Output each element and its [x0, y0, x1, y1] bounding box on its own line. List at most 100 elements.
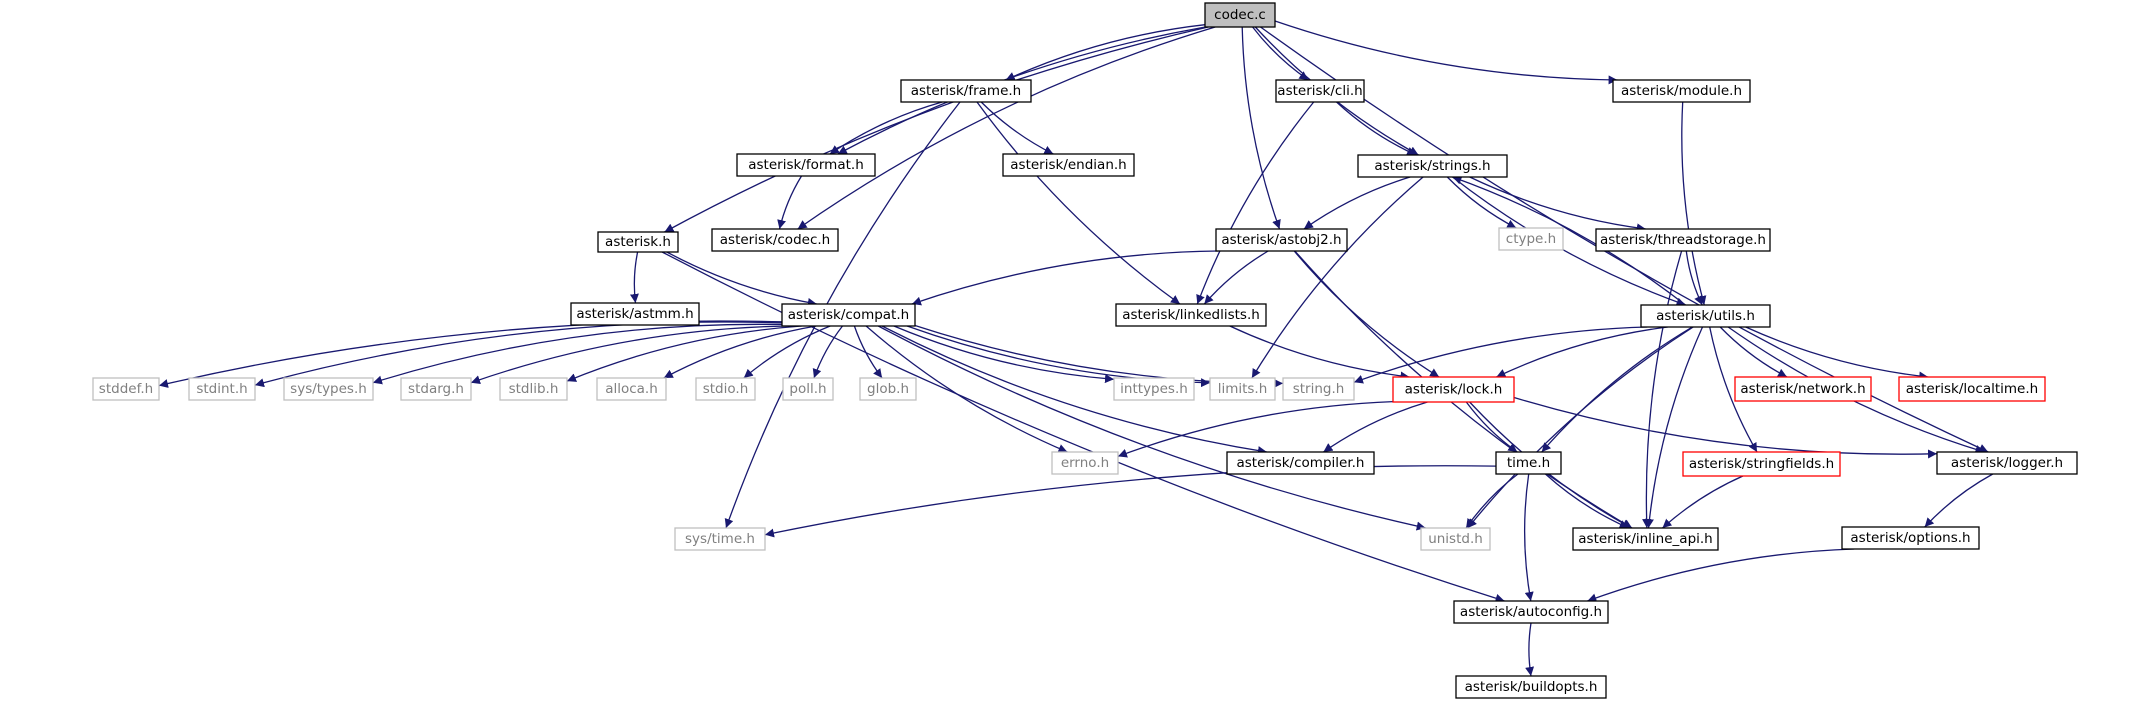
node-localtime-h[interactable]: asterisk/localtime.h [1898, 376, 2046, 402]
node-box [1455, 675, 1607, 699]
edge-codec-c-to-cli-h [1252, 26, 1309, 81]
edge-compat-h-to-poll-h [812, 325, 844, 379]
node-stdint-h[interactable]: stdint.h [188, 377, 256, 401]
node-box [1275, 79, 1365, 103]
node-label: asterisk/cli.h [1277, 83, 1362, 99]
node-label: limits.h [1218, 381, 1268, 397]
node-glob-h[interactable]: glob.h [859, 377, 917, 401]
node-codec-h[interactable]: asterisk/codec.h [711, 228, 839, 252]
node-sys-time-h[interactable]: sys/time.h [674, 527, 766, 551]
edge-compat-h-to-stdarg-h [470, 325, 788, 384]
node-box [1002, 153, 1135, 177]
node-label: asterisk/stringfields.h [1689, 456, 1834, 472]
node-box [1282, 377, 1355, 401]
edge-strings-h-to-limits-h [1251, 176, 1424, 379]
edge-codec-c-to-module-h [1274, 20, 1618, 85]
node-label: alloca.h [605, 381, 658, 397]
node-poll-h[interactable]: poll.h [782, 377, 834, 401]
node-alloca-h[interactable]: alloca.h [596, 377, 667, 401]
node-box [1898, 376, 2046, 402]
node-module-h[interactable]: asterisk/module.h [1612, 79, 1751, 103]
node-sys-types-h[interactable]: sys/types.h [283, 377, 374, 401]
node-errno-h[interactable]: errno.h [1051, 451, 1119, 475]
edge-frame-h-to-linkedlists-h [976, 101, 1181, 305]
node-box [188, 377, 256, 401]
node-options-h[interactable]: asterisk/options.h [1841, 526, 1980, 550]
node-label: asterisk/buildopts.h [1465, 679, 1598, 695]
node-limits-h[interactable]: limits.h [1209, 377, 1276, 401]
node-cli-h[interactable]: asterisk/cli.h [1275, 79, 1365, 103]
node-label: poll.h [789, 381, 826, 397]
node-ctype-h[interactable]: ctype.h [1498, 227, 1564, 251]
node-label: asterisk/astmm.h [576, 306, 693, 322]
node-network-h[interactable]: asterisk/network.h [1734, 376, 1872, 402]
node-asterisk-h[interactable]: asterisk.h [597, 231, 679, 253]
edge-lock-h-to-errno-h [1117, 400, 1394, 458]
node-strings-h[interactable]: asterisk/strings.h [1357, 154, 1508, 178]
node-box [695, 377, 756, 401]
edge-time-h-to-inline-api-h [1544, 473, 1629, 529]
edge-codec-c-to-frame-h [1005, 24, 1206, 81]
node-astmm-h[interactable]: asterisk/astmm.h [570, 302, 700, 326]
node-buildopts-h[interactable]: asterisk/buildopts.h [1455, 675, 1607, 699]
node-box [1453, 600, 1609, 624]
node-box [1498, 227, 1564, 251]
node-box [1226, 451, 1375, 475]
node-unistd-h[interactable]: unistd.h [1420, 527, 1491, 551]
node-box [900, 79, 1032, 103]
node-label: asterisk/frame.h [911, 83, 1022, 99]
node-codec-c[interactable]: codec.c [1204, 2, 1276, 28]
node-string-h[interactable]: string.h [1282, 377, 1355, 401]
node-inline-api-h[interactable]: asterisk/inline_api.h [1572, 527, 1719, 551]
node-stdio-h[interactable]: stdio.h [695, 377, 756, 401]
edge-strings-h-to-threadstorage-h [1469, 176, 1646, 233]
node-label: asterisk/codec.h [720, 232, 830, 248]
edge-strings-h-to-utils-h [1452, 176, 1686, 307]
edge-threadstorage-h-to-utils-h [1685, 250, 1703, 306]
node-format-h[interactable]: asterisk/format.h [736, 153, 876, 177]
node-box [400, 377, 472, 401]
node-utils-h[interactable]: asterisk/utils.h [1640, 304, 1771, 328]
node-label: asterisk/localtime.h [1906, 381, 2038, 397]
node-stdlib-h[interactable]: stdlib.h [499, 377, 568, 401]
node-box [736, 153, 876, 177]
node-box [1113, 377, 1195, 401]
edge-lock-h-to-logger-h [1513, 396, 1938, 459]
node-box [1682, 451, 1841, 477]
node-astobj2-h[interactable]: asterisk/astobj2.h [1215, 228, 1348, 252]
node-threadstorage-h[interactable]: asterisk/threadstorage.h [1595, 228, 1771, 252]
node-autoconfig-h[interactable]: asterisk/autoconfig.h [1453, 600, 1609, 624]
edge-threadstorage-h-to-inline-api-h [1642, 250, 1683, 529]
node-stdarg-h[interactable]: stdarg.h [400, 377, 472, 401]
node-time-h[interactable]: time.h [1495, 451, 1562, 475]
edge-codec-c-to-format-h [837, 26, 1206, 155]
node-label: sys/types.h [290, 381, 367, 397]
edge-autoconfig-h-to-buildopts-h [1525, 622, 1535, 677]
edge-module-h-to-utils-h [1681, 101, 1707, 306]
node-frame-h[interactable]: asterisk/frame.h [900, 79, 1032, 103]
edge-compat-h-to-stdlib-h [566, 325, 802, 382]
node-box [1495, 451, 1562, 475]
edge-linkedlists-h-to-lock-h [1229, 325, 1410, 381]
edge-compat-h-to-errno-h [865, 325, 1068, 453]
edge-compat-h-to-stdint-h [254, 321, 783, 388]
node-compiler-h[interactable]: asterisk/compiler.h [1226, 451, 1375, 475]
node-stringfields-h[interactable]: asterisk/stringfields.h [1682, 451, 1841, 477]
node-label: asterisk/linkedlists.h [1122, 307, 1260, 323]
node-linkedlists-h[interactable]: asterisk/linkedlists.h [1115, 303, 1267, 327]
node-lock-h[interactable]: asterisk/lock.h [1392, 376, 1515, 403]
node-label: asterisk/threadstorage.h [1600, 232, 1766, 248]
node-label: asterisk/endian.h [1010, 157, 1126, 173]
node-logger-h[interactable]: asterisk/logger.h [1936, 451, 2078, 475]
edge-format-h-to-codec-h [777, 175, 803, 230]
edge-time-h-to-autoconfig-h [1523, 473, 1534, 602]
node-box [499, 377, 568, 401]
node-endian-h[interactable]: asterisk/endian.h [1002, 153, 1135, 177]
node-compat-h[interactable]: asterisk/compat.h [781, 303, 916, 327]
node-label: string.h [1293, 381, 1345, 397]
node-box [596, 377, 667, 401]
node-inttypes-h[interactable]: inttypes.h [1113, 377, 1195, 401]
edge-astobj2-h-to-compat-h [911, 250, 1219, 306]
node-stddef-h[interactable]: stddef.h [92, 377, 160, 401]
